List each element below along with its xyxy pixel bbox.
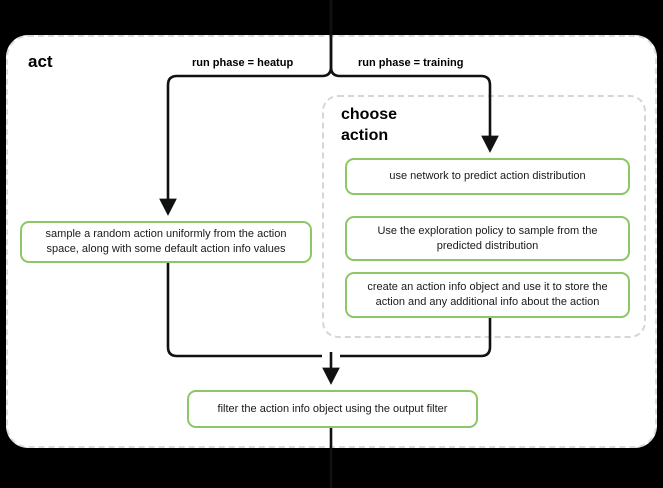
act-panel-title: act xyxy=(28,52,53,71)
node-create-action-info: create an action info object and use it … xyxy=(345,272,630,318)
choose-action-title-line-2: action xyxy=(341,127,389,144)
node-exploration-policy: Use the exploration policy to sample fro… xyxy=(345,216,630,261)
edge-label-training: run phase = training xyxy=(356,57,466,69)
node-filter-action-info: filter the action info object using the … xyxy=(187,390,478,428)
node-use-network-predict: use network to predict action distributi… xyxy=(345,158,630,195)
choose-action-title-line-1: choose xyxy=(341,106,398,123)
choose-action-panel-title: choose action xyxy=(341,104,491,146)
node-sample-random-action: sample a random action uniformly from th… xyxy=(20,221,312,263)
edge-label-heatup: run phase = heatup xyxy=(190,57,296,69)
